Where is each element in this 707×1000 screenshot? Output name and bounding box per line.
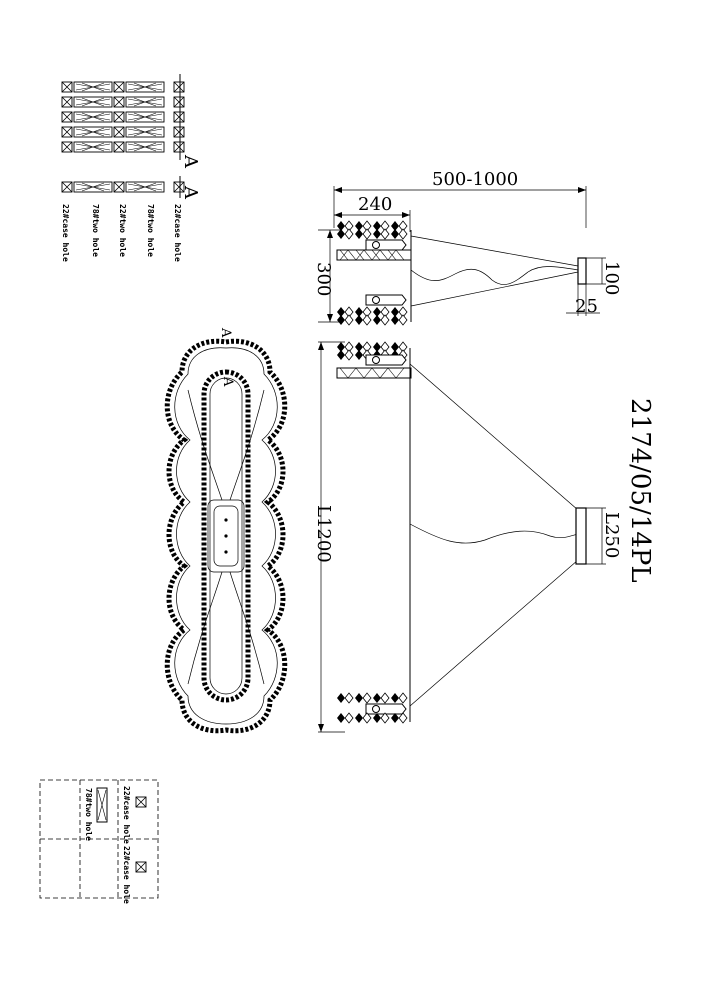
dim-length: L1200 (313, 505, 334, 563)
strip-label-5: 22#case hole (173, 204, 182, 262)
strip-label-1: 22#case hole (61, 204, 70, 262)
dim-canopy-depth: 25 (575, 296, 598, 317)
legend-small-hole-label: 78#two hole (84, 788, 93, 841)
strip-label-4: 78#two hole (146, 204, 155, 257)
top-view: A A (164, 327, 288, 734)
section-marker-a1: A (180, 154, 201, 169)
side-view: 500-1000 240 300 (313, 169, 622, 326)
dim-canopy-height: 100 (601, 261, 622, 295)
crystal-strip-grid: A (61, 74, 201, 169)
section-marker-a4: A (220, 376, 235, 387)
dim-width: 240 (358, 194, 392, 215)
dim-canopy-length: L250 (601, 512, 622, 558)
legend-large-hole-label-2: 22#case hole (122, 846, 131, 904)
strip-label-3: 22#two hole (118, 204, 127, 257)
section-marker-a2: A (180, 185, 201, 200)
dim-height: 300 (313, 262, 334, 296)
strip-label-2: 78#two hole (91, 204, 100, 257)
crystal-strip-labeled: A 22#case hole 78#two hole 22#two hole 7… (61, 176, 201, 262)
front-view: L1200 L250 2174/05/14PL (313, 341, 655, 733)
hole-legend: 78#two hole 22#case hole 22#case hole (39, 779, 159, 904)
dim-width-range: 500-1000 (432, 169, 518, 190)
section-marker-a3: A (218, 327, 233, 338)
legend-large-hole-label-1: 22#case hole (122, 786, 131, 844)
model-code: 2174/05/14PL (625, 398, 655, 583)
